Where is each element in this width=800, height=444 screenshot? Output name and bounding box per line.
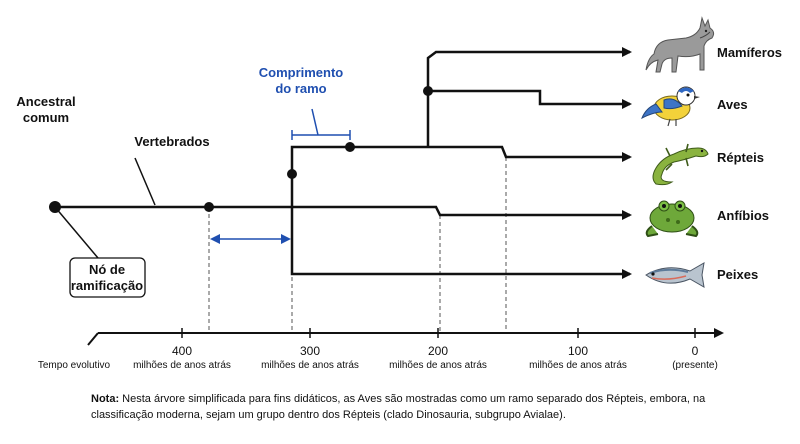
branch-length-label-line2: do ramo: [275, 81, 326, 96]
taxon-label-fish: Peixes: [717, 267, 758, 282]
ancestral-label-line1: Ancestral: [16, 94, 75, 109]
lizard-icon: [652, 143, 709, 186]
axis-title: Tempo evolutivo: [38, 360, 111, 371]
node-amniotes: [345, 142, 355, 152]
tick-value: 0: [692, 344, 699, 358]
tick-unit: milhões de anos atrás: [389, 360, 487, 371]
tick-value: 300: [300, 344, 320, 358]
taxon-label-reptiles: Répteis: [717, 150, 764, 165]
vertebrados-pointer: [134, 157, 156, 206]
branch-reptiles: [290, 145, 632, 207]
frog-icon: [645, 200, 699, 238]
node-label-line1: Nó de: [89, 262, 125, 277]
tick-unit: milhões de anos atrás: [133, 360, 231, 371]
time-guide-lines: [208, 157, 507, 333]
branch-mammals: [426, 47, 632, 147]
footnote-text: Nesta árvore simplificada para fins didá…: [91, 393, 706, 421]
fish-icon: [645, 262, 705, 288]
footnote: Nota: Nesta árvore simplificada para fin…: [91, 391, 731, 423]
tick-value: 400: [172, 344, 192, 358]
vertebrados-label: Vertebrados: [134, 134, 209, 149]
node-fish-split: [287, 169, 297, 179]
branch-fish: [290, 207, 632, 279]
branch-length-label-line1: Comprimento: [259, 65, 344, 80]
node-mammal-bird: [423, 86, 433, 96]
tick-unit: milhões de anos atrás: [261, 360, 359, 371]
tick-value: 100: [568, 344, 588, 358]
branch-amphibians: [55, 205, 632, 220]
taxon-label-birds: Aves: [717, 97, 748, 112]
branch-birds: [428, 89, 632, 109]
branch-length-bracket: [291, 108, 351, 140]
axis-start-tick: [87, 332, 99, 346]
taxon-label-mammals: Mamíferos: [717, 45, 782, 60]
node-label-box: Nó de ramificação: [69, 257, 146, 298]
ancestral-label-line2: comum: [23, 110, 69, 125]
tick-unit: (presente): [672, 360, 718, 371]
wolf-icon: [645, 16, 715, 73]
footnote-prefix: Nota:: [91, 393, 120, 405]
node-label-line2: ramificação: [71, 278, 143, 293]
tick-unit: milhões de anos atrás: [529, 360, 627, 371]
branch-length-pointer: [311, 108, 319, 136]
taxon-label-amphibians: Anfíbios: [717, 208, 769, 223]
time-axis: Tempo evolutivo 400 milhões de anos atrá…: [38, 328, 724, 371]
node-vertebrates: [204, 202, 214, 212]
bird-icon: [641, 86, 700, 127]
tree-branches: [55, 47, 632, 279]
branch-nodes: [49, 86, 433, 213]
tick-value: 200: [428, 344, 448, 358]
node-label-pointer: [54, 206, 99, 259]
